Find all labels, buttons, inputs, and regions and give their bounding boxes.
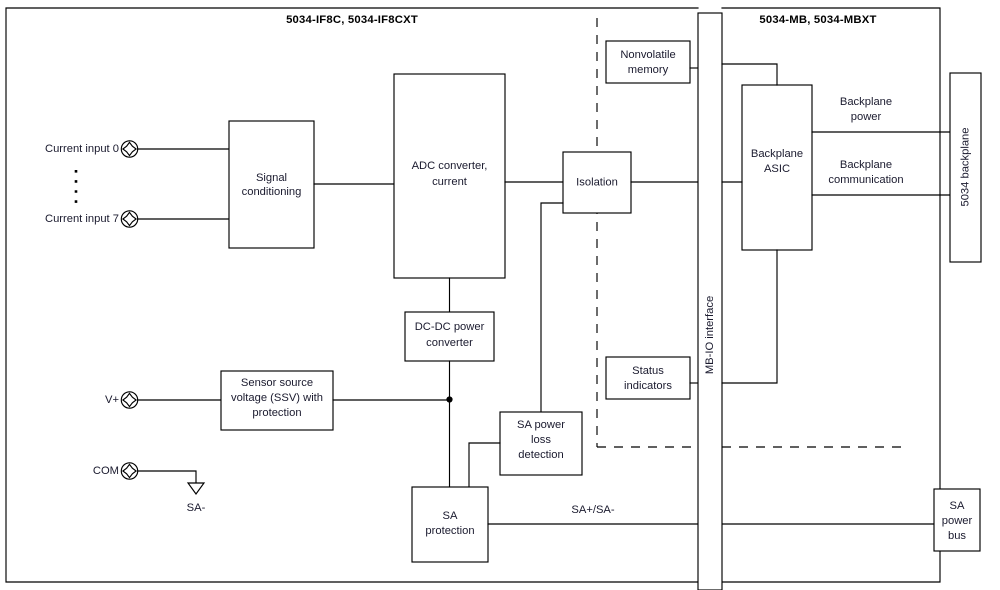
- dcdc-line2: converter: [426, 337, 473, 349]
- ssv-line2: voltage (SSV) with: [231, 392, 323, 404]
- dcdc-line1: DC-DC power: [415, 321, 485, 333]
- block-dc-dc-power-converter[interactable]: DC-DC power converter: [404, 311, 495, 362]
- wire-asic-bottom-to-mbio: [721, 249, 778, 384]
- nonvolatile-memory-line1: Nonvolatile: [620, 49, 675, 61]
- sa-power-bus-line1: SA: [950, 500, 965, 512]
- sa-power-bus-line2: power: [942, 515, 973, 527]
- signal-conditioning-line1: Signal: [256, 172, 287, 184]
- sa-minus-ground-label: SA-: [187, 502, 206, 514]
- block-nonvolatile-memory[interactable]: Nonvolatile memory: [605, 40, 691, 84]
- wire-sa-protection-to-power-loss-detection: [468, 442, 501, 488]
- sa-protection-line1: SA: [443, 510, 458, 522]
- status-indicators-line2: indicators: [624, 380, 672, 392]
- block-sa-power-loss-detection[interactable]: SA power loss detection: [499, 411, 583, 476]
- terminal-label-com: COM: [93, 465, 119, 477]
- module-enclosure-outline: [5, 7, 941, 583]
- sa-power-loss-line1: SA power: [517, 419, 565, 431]
- mb-io-interface-label: MB-IO interface: [704, 296, 716, 374]
- isolation-label: Isolation: [576, 176, 618, 188]
- sa-minus-ground-symbol-icon: [186, 482, 206, 495]
- adc-converter-line1: ADC converter,: [412, 160, 488, 172]
- backplane-asic-line1: Backplane: [751, 148, 803, 160]
- terminal-com[interactable]: [120, 462, 139, 480]
- terminal-current-input-0[interactable]: [120, 140, 139, 158]
- terminal-current-input-7[interactable]: [120, 210, 139, 228]
- title-left: 5034-IF8C, 5034-IF8CXT: [286, 14, 418, 26]
- wire-com-to-sa-minus: [137, 470, 197, 484]
- signal-conditioning-line2: conditioning: [242, 186, 302, 198]
- backplane-asic-line2: ASIC: [764, 163, 790, 175]
- status-indicators-line1: Status: [632, 365, 664, 377]
- sa-power-loss-line2: loss: [531, 434, 551, 446]
- label-sa-plus-minus: SA+/SA-: [571, 504, 614, 516]
- backplane-comm-line1: Backplane: [840, 159, 892, 171]
- ssv-line1: Sensor source: [241, 377, 313, 389]
- terminal-label-current-input-0: Current input 0: [45, 143, 119, 155]
- title-right: 5034-MB, 5034-MBXT: [759, 14, 876, 26]
- block-mb-io-interface[interactable]: MB-IO interface: [697, 12, 723, 590]
- block-backplane-asic[interactable]: Backplane ASIC: [741, 84, 813, 251]
- wire-isolation-to-sa-power-loss-detection: [540, 202, 564, 413]
- block-sa-protection[interactable]: SA protection: [411, 486, 489, 563]
- adc-converter-line2: current: [432, 176, 468, 188]
- block-status-indicators[interactable]: Status indicators: [605, 356, 691, 400]
- block-sa-power-bus[interactable]: SA power bus: [933, 488, 981, 552]
- ssv-line3: protection: [252, 407, 301, 419]
- nonvolatile-memory-line2: memory: [628, 64, 669, 76]
- backplane-power-line2: power: [851, 111, 882, 123]
- backplane-5034-label: 5034 backplane: [959, 127, 971, 206]
- wire-asic-top-to-mbio: [721, 63, 778, 86]
- terminal-v-plus[interactable]: [120, 391, 139, 409]
- block-sensor-source-voltage[interactable]: Sensor source voltage (SSV) with protect…: [220, 370, 334, 431]
- backplane-comm-line2: communication: [828, 174, 903, 186]
- block-adc-converter[interactable]: ADC converter, current: [393, 73, 506, 279]
- block-isolation[interactable]: Isolation: [562, 151, 632, 214]
- isolation-barrier-dashed-line: [596, 18, 905, 448]
- sa-power-loss-line3: detection: [518, 449, 563, 461]
- block-signal-conditioning[interactable]: Signal conditioning: [228, 120, 315, 249]
- terminal-label-current-input-7: Current input 7: [45, 213, 119, 225]
- sa-power-bus-line3: bus: [948, 530, 966, 542]
- sa-protection-line2: protection: [425, 525, 474, 537]
- block-5034-backplane[interactable]: 5034 backplane: [949, 72, 982, 263]
- backplane-power-line1: Backplane: [840, 96, 892, 108]
- terminal-label-v-plus: V+: [105, 394, 119, 406]
